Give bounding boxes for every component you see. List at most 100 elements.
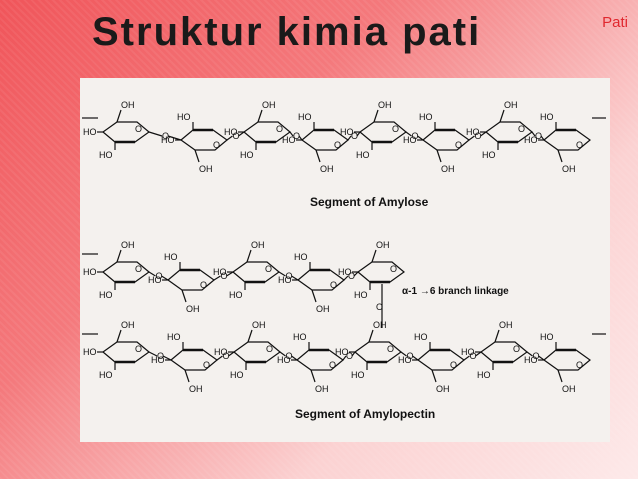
hydroxymethyl-label: OH	[316, 304, 330, 314]
hydroxyl-label: HO	[278, 275, 292, 285]
glycosidic-oxygen-label: O	[351, 131, 358, 141]
hydroxyl-label: HO	[403, 135, 417, 145]
hydroxymethyl-label: OH	[251, 240, 265, 250]
ring-oxygen-label: O	[135, 124, 142, 134]
hydroxyl-label: HO	[99, 150, 113, 160]
ring-oxygen-label: O	[387, 344, 394, 354]
ring-oxygen-label: O	[334, 140, 341, 150]
glycosidic-oxygen-label: O	[535, 131, 542, 141]
glycosidic-oxygen-label: O	[162, 131, 169, 141]
glycosidic-oxygen-label: O	[348, 271, 355, 281]
hydroxymethyl-label: OH	[562, 384, 576, 394]
glucose-rings-layer: OOHHOHOOOHHOHOOOOHHOHOOOOHHOHOOOOHHOHOOO…	[82, 100, 606, 394]
hydroxyl-label: HO	[356, 150, 370, 160]
ring-oxygen-label: O	[276, 124, 283, 134]
hydroxyl-label: HO	[214, 347, 228, 357]
hydroxyl-label: HO	[83, 267, 97, 277]
hydroxyl-label: HO	[240, 150, 254, 160]
glycosidic-oxygen-label: O	[475, 131, 482, 141]
glycosidic-oxygen-label: O	[293, 131, 300, 141]
hydroxymethyl-label: OH	[373, 320, 387, 330]
hydroxyl-label: HO	[351, 370, 365, 380]
ring-oxygen-label: O	[518, 124, 525, 134]
amylopectin-main-chain-ring-5: O OH HO HO	[335, 320, 402, 380]
hydroxymethyl-label: OH	[441, 164, 455, 174]
amylose-chain-ring-8: O OH HO HO	[524, 112, 591, 174]
glycosidic-oxygen-label: O	[286, 271, 293, 281]
hydroxymethyl-label: OH	[499, 320, 513, 330]
hydroxymethyl-label: OH	[199, 164, 213, 174]
ring-oxygen-label: O	[392, 124, 399, 134]
hydroxyl-label: HO	[148, 275, 162, 285]
branch-linkage-label: α-1 →6 branch linkage	[402, 286, 509, 297]
hydroxyl-label: HO	[338, 267, 352, 277]
hydroxyl-label: HO	[461, 347, 475, 357]
hydroxyl-label: HO	[99, 290, 113, 300]
hydroxyl-label: HO	[354, 290, 368, 300]
ring-oxygen-label: O	[213, 140, 220, 150]
ring-oxygen-label: O	[200, 280, 207, 290]
hydroxyl-label: HO	[540, 112, 554, 122]
ring-oxygen-label: O	[135, 264, 142, 274]
hydroxyl-label: HO	[230, 370, 244, 380]
hydroxyl-label: HO	[224, 127, 238, 137]
hydroxyl-label: HO	[419, 112, 433, 122]
hydroxymethyl-label: OH	[121, 100, 135, 110]
hydroxyl-label: HO	[277, 355, 291, 365]
hydroxyl-label: HO	[164, 252, 178, 262]
ring-oxygen-label: O	[576, 360, 583, 370]
hydroxyl-label: HO	[524, 135, 538, 145]
slide-title: Struktur kimia pati	[92, 10, 482, 54]
hydroxymethyl-label: OH	[121, 320, 135, 330]
glycosidic-oxygen-label: O	[470, 351, 477, 361]
hydroxyl-label: HO	[99, 370, 113, 380]
amylose-chain-ring-6: O OH HO HO	[403, 112, 470, 174]
ring-oxygen-label: O	[390, 264, 397, 274]
hydroxyl-label: HO	[298, 112, 312, 122]
glycosidic-oxygen-label: O	[533, 351, 540, 361]
hydroxyl-label: HO	[294, 252, 308, 262]
branch-oxygen-label: O	[376, 302, 383, 312]
hydroxyl-label: HO	[340, 127, 354, 137]
ring-oxygen-label: O	[455, 140, 462, 150]
ring-oxygen-label: O	[329, 360, 336, 370]
hydroxyl-label: HO	[167, 332, 181, 342]
hydroxyl-label: HO	[466, 127, 480, 137]
hydroxymethyl-label: OH	[378, 100, 392, 110]
hydroxyl-label: HO	[335, 347, 349, 357]
glycosidic-oxygen-label: O	[233, 131, 240, 141]
hydroxymethyl-label: OH	[320, 164, 334, 174]
glycosidic-oxygen-label: O	[157, 351, 164, 361]
glycosidic-oxygen-label: O	[407, 351, 414, 361]
amylopectin-main-chain-ring-4: O OH HO HO	[277, 332, 344, 394]
ring-oxygen-label: O	[513, 344, 520, 354]
hydroxymethyl-label: OH	[436, 384, 450, 394]
glycosidic-oxygen-label: O	[156, 271, 163, 281]
ring-oxygen-label: O	[203, 360, 210, 370]
ring-oxygen-label: O	[265, 264, 272, 274]
hydroxyl-label: HO	[482, 150, 496, 160]
hydroxyl-label: HO	[293, 332, 307, 342]
amylopectin-branch-ring-4: O OH HO HO	[278, 252, 345, 314]
ring-oxygen-label: O	[330, 280, 337, 290]
hydroxyl-label: HO	[414, 332, 428, 342]
ring-oxygen-label: O	[450, 360, 457, 370]
hydroxymethyl-label: OH	[562, 164, 576, 174]
hydroxyl-label: HO	[477, 370, 491, 380]
hydroxymethyl-label: OH	[315, 384, 329, 394]
ring-oxygen-label: O	[266, 344, 273, 354]
hydroxyl-label: HO	[213, 267, 227, 277]
hydroxyl-label: HO	[229, 290, 243, 300]
